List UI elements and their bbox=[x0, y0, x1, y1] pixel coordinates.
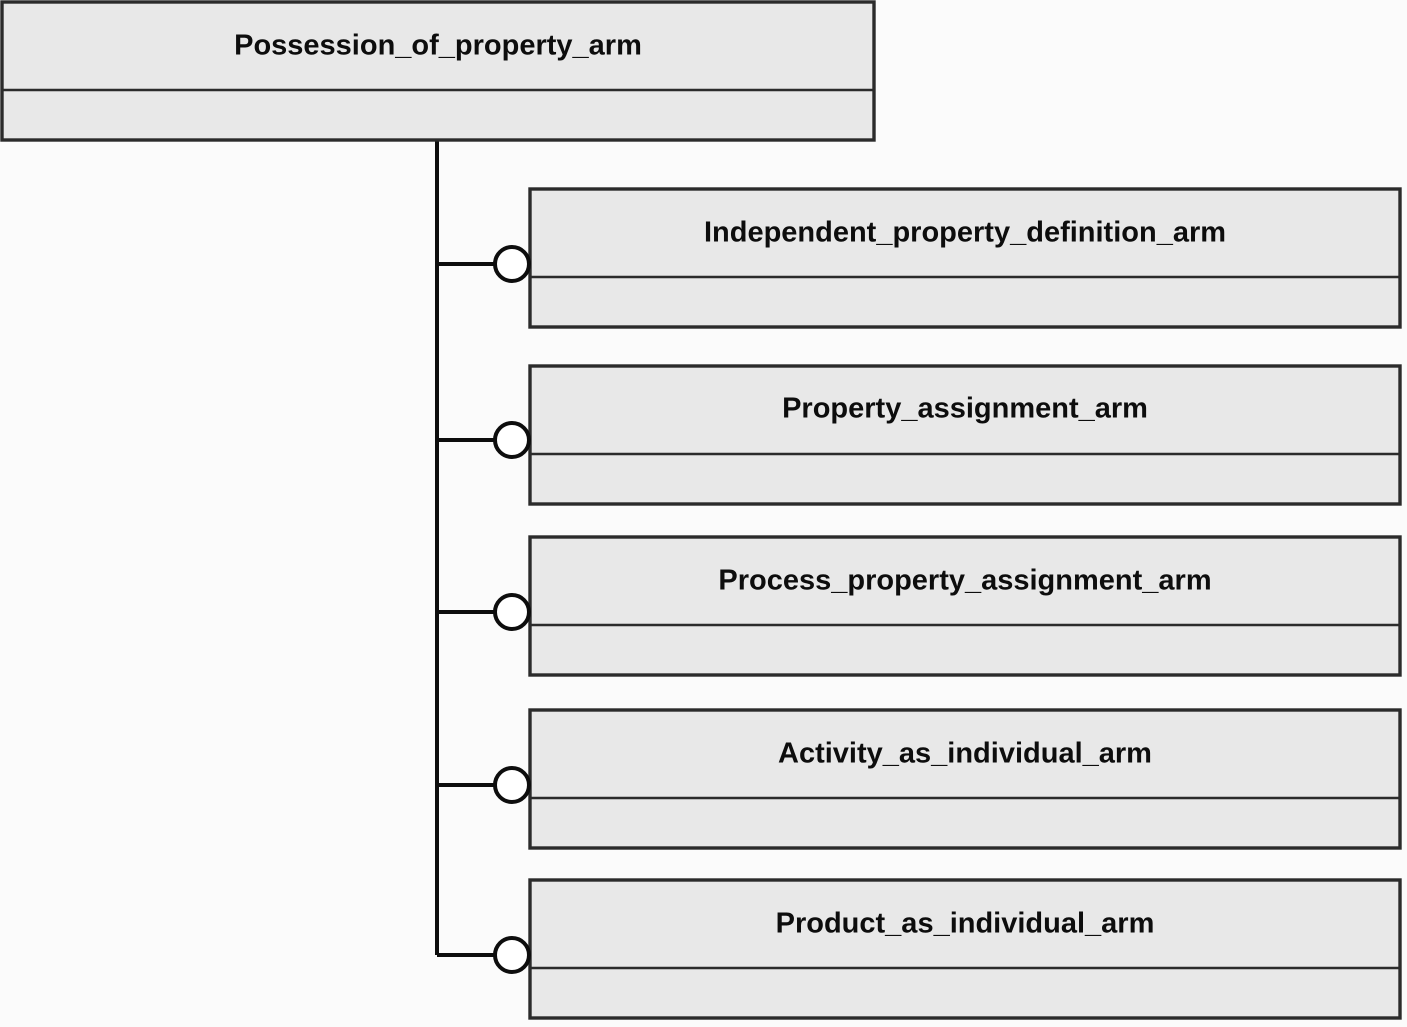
child-package-3[interactable]: Process_property_assignment_arm bbox=[528, 535, 1402, 677]
root-package-title: Possession_of_property_arm bbox=[234, 30, 642, 62]
child-package-4-title: Activity_as_individual_arm bbox=[778, 738, 1152, 770]
child-package-1-body[interactable] bbox=[528, 187, 1402, 329]
child-package-3-body[interactable] bbox=[528, 535, 1402, 677]
child-package-2[interactable]: Property_assignment_arm bbox=[528, 364, 1402, 506]
generalization-circle-4[interactable] bbox=[493, 766, 531, 804]
child-package-5[interactable]: Product_as_individual_arm bbox=[528, 878, 1402, 1020]
child-package-1[interactable]: Independent_property_definition_arm bbox=[528, 187, 1402, 329]
root-package[interactable]: Possession_of_property_arm bbox=[0, 0, 876, 142]
child-package-2-title: Property_assignment_arm bbox=[782, 393, 1148, 425]
generalization-circle-1[interactable] bbox=[493, 245, 531, 283]
root-package-body[interactable] bbox=[0, 0, 876, 142]
child-package-3-title: Process_property_assignment_arm bbox=[718, 565, 1211, 597]
child-package-4[interactable]: Activity_as_individual_arm bbox=[528, 708, 1402, 850]
generalization-connector-group bbox=[435, 140, 497, 957]
child-package-4-body[interactable] bbox=[528, 708, 1402, 850]
child-package-5-title: Product_as_individual_arm bbox=[776, 908, 1155, 940]
child-package-1-title: Independent_property_definition_arm bbox=[704, 217, 1226, 249]
generalization-circles-group bbox=[493, 245, 531, 974]
generalization-circle-3[interactable] bbox=[493, 593, 531, 631]
generalization-circle-2[interactable] bbox=[493, 421, 531, 459]
generalization-circle-5[interactable] bbox=[493, 936, 531, 974]
child-package-5-body[interactable] bbox=[528, 878, 1402, 1020]
child-package-2-body[interactable] bbox=[528, 364, 1402, 506]
